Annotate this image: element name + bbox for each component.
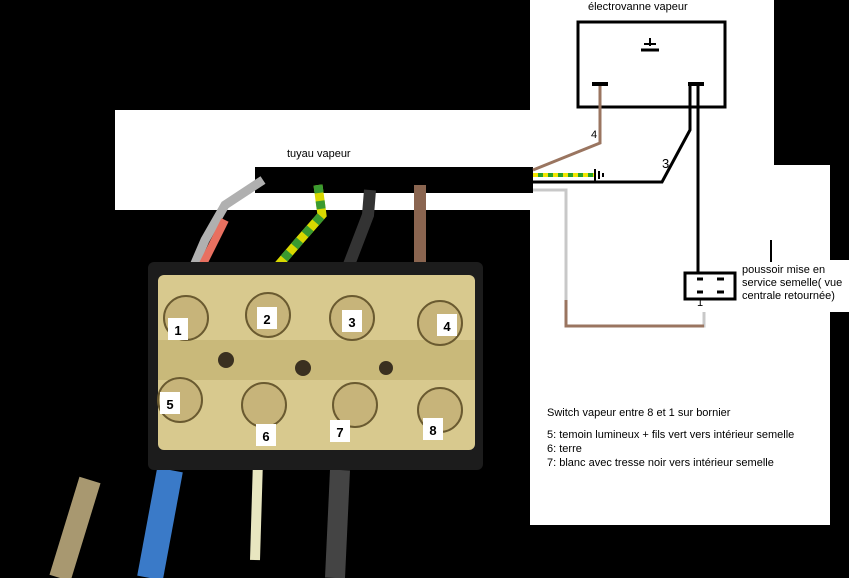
switch-label-line2: service semelle( vue (742, 277, 843, 289)
note-line: 7: blanc avec tresse noir vers intérieur… (547, 457, 774, 469)
notes-block: Switch vapeur entre 8 et 1 sur bornier 5… (547, 406, 794, 470)
switch-label-line3: centrale retournée) (742, 290, 835, 302)
terminal-labels: 1 2 3 4 5 6 7 8 (160, 307, 457, 446)
switch-label-panel (738, 260, 849, 312)
terminal-7: 7 (336, 425, 343, 440)
note-line: 5: temoin lumineux + fils vert vers inté… (547, 429, 795, 441)
terminal-5: 5 (166, 397, 173, 412)
steam-hose (255, 167, 533, 193)
switch-label: poussoir mise en service semelle( vue ce… (742, 264, 842, 303)
notes-heading: Switch vapeur entre 8 et 1 sur bornier (547, 407, 731, 419)
terminal-6: 6 (262, 429, 269, 444)
right-panel (530, 165, 830, 525)
wire-3-label: 3 (662, 156, 669, 171)
hose-title: tuyau vapeur (287, 148, 351, 160)
valve-title: électrovanne vapeur (588, 1, 688, 13)
push-switch (683, 240, 772, 301)
terminal-1: 1 (174, 323, 181, 338)
wire-brown-return (564, 300, 704, 328)
wire-3-black (533, 86, 692, 184)
terminal-8: 8 (429, 423, 436, 438)
ground-icon (594, 169, 604, 181)
terminal-3: 3 (348, 315, 355, 330)
wire-4-brown (532, 86, 602, 172)
terminal-2: 2 (263, 312, 270, 327)
note-line: 6: terre (547, 443, 582, 455)
photo-wiring (49, 176, 426, 578)
switch-label-line1: poussoir mise en (742, 264, 826, 276)
switch-pin-label: 1 (697, 297, 703, 309)
steam-valve (576, 20, 727, 109)
terminal-4: 4 (443, 319, 451, 334)
wire-4-label: 4 (591, 129, 597, 141)
terminal-block (148, 262, 483, 470)
